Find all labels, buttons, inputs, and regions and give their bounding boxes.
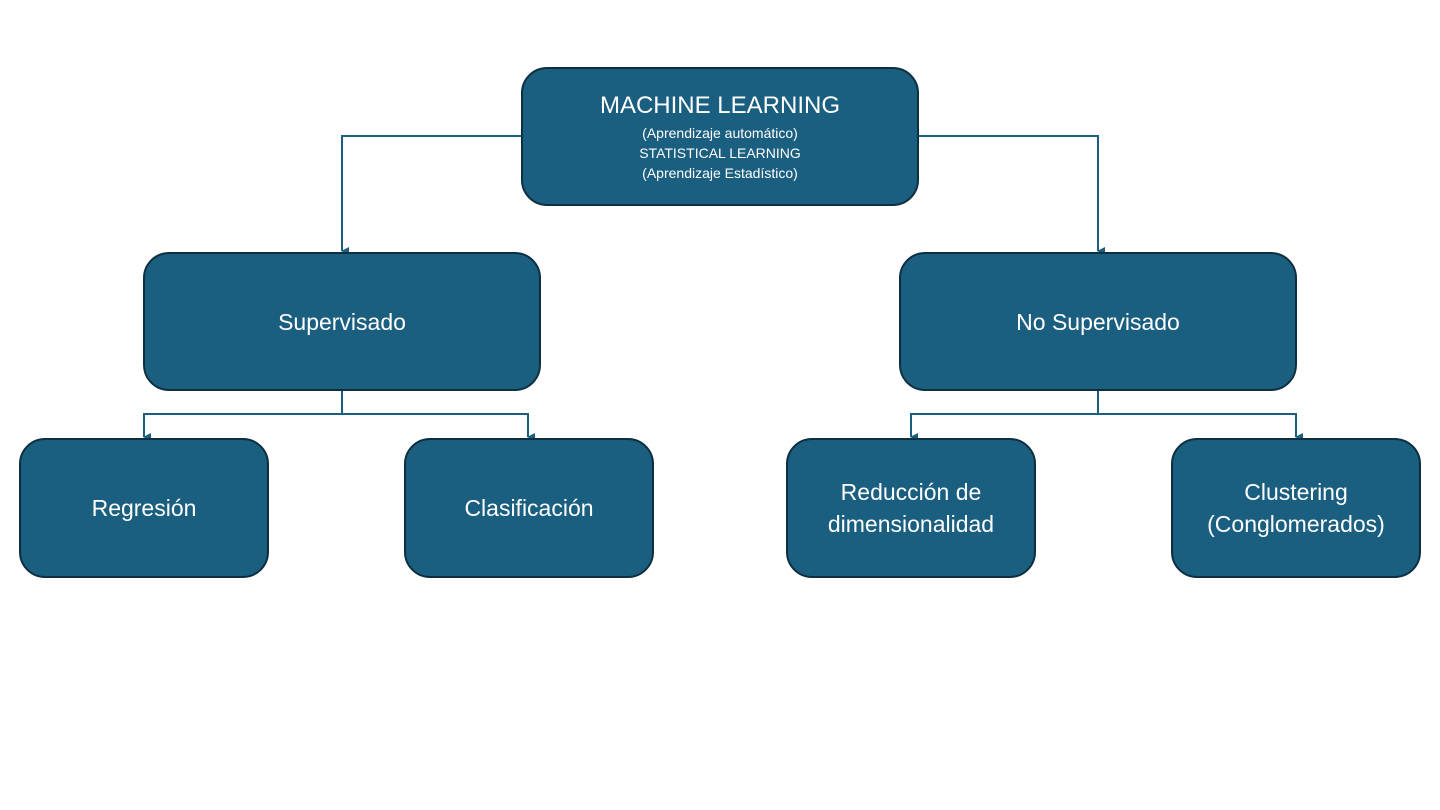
node-no-supervisado: No Supervisado [899,252,1297,391]
node-clasificacion: Clasificación [404,438,654,578]
root-title: MACHINE LEARNING [599,91,841,119]
root-line-2: STATISTICAL LEARNING [639,144,801,161]
connector-supervisado-clasificacion [342,413,535,441]
root-line-3: (Aprendizaje Estadístico) [642,164,798,181]
connector-nosupervisado-reduccion [910,413,1098,441]
node-regresion: Regresión [19,438,269,578]
connector-root-no-supervisado [918,135,1105,255]
node-clustering: Clustering (Conglomerados) [1171,438,1421,578]
node-label-line-1: Clustering [1244,479,1348,505]
node-label-line-2: dimensionalidad [827,511,995,537]
root-line-1: (Aprendizaje automático) [642,124,798,141]
node-label: No Supervisado [1016,308,1180,335]
node-label-line-2: (Conglomerados) [1207,511,1385,537]
node-reduccion-dimensionalidad: Reducción de dimensionalidad [786,438,1036,578]
connector-supervisado-regresion [143,413,342,441]
node-supervisado: Supervisado [143,252,541,391]
connector-root-supervisado [341,135,522,255]
node-label: Supervisado [278,308,406,335]
node-machine-learning: MACHINE LEARNING (Aprendizaje automático… [521,67,919,206]
node-label: Clasificación [464,495,594,521]
node-label-line-1: Reducción de [840,479,982,505]
node-label: Regresión [91,495,197,521]
connector-nosupervisado-clustering [1098,413,1303,441]
